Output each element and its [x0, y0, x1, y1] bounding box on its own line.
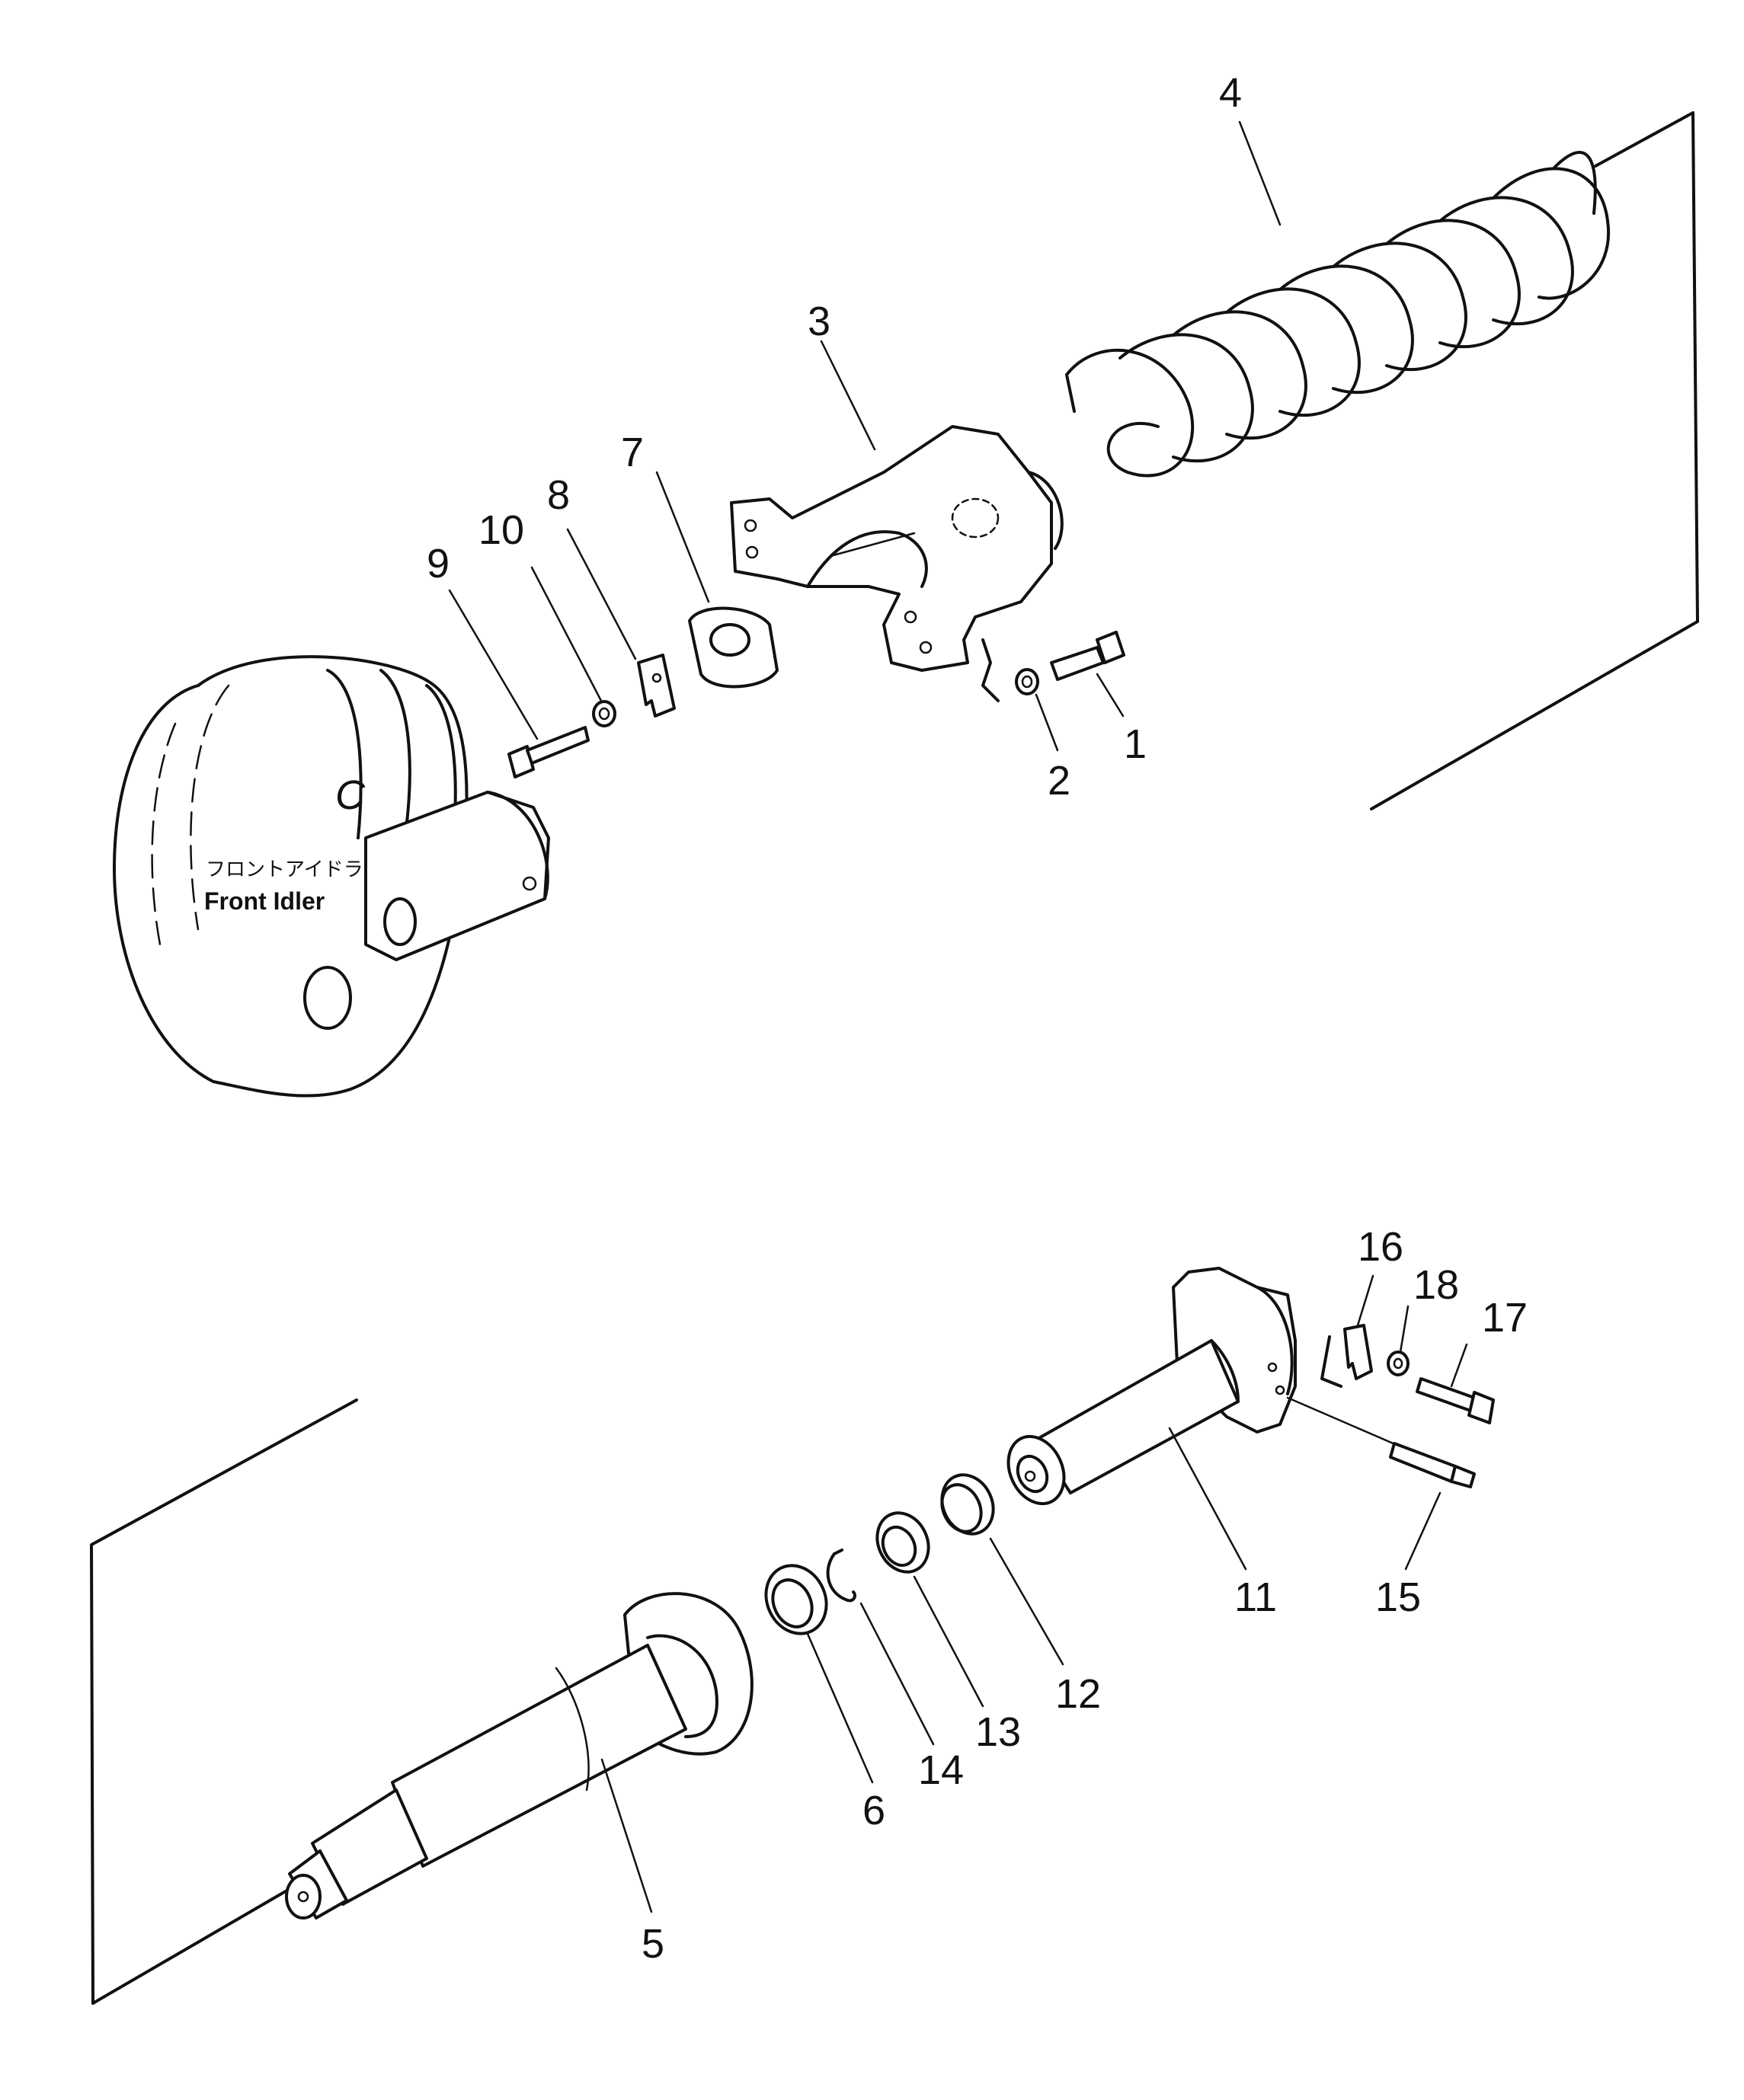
caption-english: Front Idler — [204, 887, 325, 915]
callout-13: 13 — [975, 1709, 1021, 1755]
leader-lines-upper — [448, 120, 1282, 752]
callout-10: 10 — [478, 507, 524, 553]
seal-13 — [875, 1511, 930, 1574]
callout-11: 11 — [1234, 1574, 1277, 1620]
callout-1: 1 — [1124, 721, 1147, 767]
callout-14: 14 — [918, 1747, 964, 1793]
front-idler-caption: フロントアイドラ Front Idler C — [204, 772, 366, 915]
callout-4: 4 — [1219, 70, 1242, 116]
callout-5: 5 — [642, 1921, 664, 1967]
callout-7: 7 — [621, 430, 644, 475]
caption-japanese: フロントアイドラ — [206, 858, 363, 881]
grease-fitting-15 — [1286, 1396, 1476, 1488]
snap-ring-14 — [826, 1549, 856, 1603]
callout-15: 15 — [1375, 1574, 1421, 1620]
callout-12: 12 — [1055, 1671, 1101, 1717]
front-idler — [113, 655, 550, 1098]
callout-17: 17 — [1482, 1295, 1528, 1341]
caption-mark: C — [335, 772, 366, 818]
bearing-6 — [764, 1564, 828, 1635]
callout-6: 6 — [862, 1788, 885, 1833]
bolt-9 — [507, 726, 590, 778]
callouts: 1 2 3 4 5 6 7 8 9 10 11 12 13 14 15 16 1… — [427, 70, 1528, 1967]
leader-lines-lower — [600, 1274, 1468, 1913]
yoke — [730, 425, 1064, 702]
ring-12 — [940, 1473, 995, 1536]
bolt-1 — [1050, 631, 1125, 681]
washer-10 — [592, 700, 616, 727]
washer-18 — [1387, 1350, 1410, 1376]
nut-block-7 — [688, 606, 779, 689]
bolt-17 — [1416, 1377, 1495, 1424]
plate-16 — [1320, 1324, 1373, 1388]
support-11 — [1006, 1267, 1297, 1506]
callout-18: 18 — [1413, 1262, 1459, 1308]
washer-2 — [1015, 668, 1039, 695]
callout-16: 16 — [1358, 1224, 1403, 1270]
callout-2: 2 — [1048, 758, 1070, 804]
callout-8: 8 — [547, 472, 570, 518]
lock-plate-8 — [637, 654, 676, 718]
recoil-spring — [1065, 151, 1611, 478]
callout-3: 3 — [808, 299, 830, 344]
lower-frame — [90, 1398, 358, 2005]
idler-shaft-5 — [285, 1592, 754, 1919]
callout-9: 9 — [427, 541, 450, 587]
upper-frame — [1370, 111, 1699, 810]
